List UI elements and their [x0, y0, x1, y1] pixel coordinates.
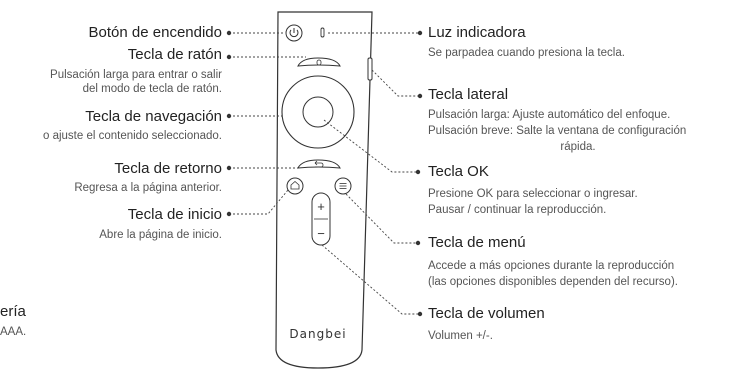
back-icon — [314, 160, 324, 168]
volume-up-icon: + — [317, 199, 325, 214]
battery-desc: AAA. — [0, 326, 27, 338]
side-desc-1: Pulsación larga: Ajuste automático del e… — [428, 109, 671, 121]
side-key — [367, 57, 373, 81]
dot-indicator — [417, 30, 423, 36]
menu-button[interactable] — [334, 177, 352, 195]
back-button[interactable] — [297, 159, 341, 169]
navigation-desc: o ajuste el contenido seleccionado. — [42, 130, 222, 142]
menu-desc-2: (las opciones disponibles dependen del r… — [428, 276, 678, 288]
mouse-title: Tecla de ratón — [127, 46, 222, 63]
leader-side — [371, 69, 420, 97]
dot-navigation — [226, 113, 232, 119]
dot-mouse — [226, 54, 232, 60]
dot-side — [417, 93, 423, 99]
dot-menu — [415, 240, 421, 246]
ok-desc-1: Presione OK para seleccionar o ingresar. — [428, 188, 638, 200]
mouse-desc-1: Pulsación larga para entrar o salir — [50, 69, 222, 81]
side-title: Tecla lateral — [428, 86, 509, 103]
menu-icon — [339, 183, 347, 189]
leader-volume — [321, 244, 420, 315]
leader-menu — [345, 193, 418, 244]
dot-ok — [415, 169, 421, 175]
mouse-desc-2: del modo de tecla de ratón. — [82, 83, 222, 95]
ok-desc-2: Pausar / continuar la reproducción. — [428, 204, 607, 216]
ok-title: Tecla OK — [428, 163, 489, 180]
side-desc-3: rápida. — [560, 141, 596, 153]
indicator-light — [320, 27, 325, 38]
menu-title: Tecla de menú — [428, 234, 526, 251]
home-button[interactable] — [286, 177, 304, 195]
home-title: Tecla de inicio — [127, 206, 222, 223]
dot-volume — [417, 311, 423, 317]
leader-ok — [323, 119, 418, 173]
mouse-button[interactable] — [297, 57, 341, 67]
mouse-icon — [316, 59, 322, 66]
power-title: Botón de encendido — [88, 24, 222, 41]
power-icon — [289, 29, 299, 38]
brand-logo: Dangbei — [289, 327, 346, 341]
ok-button[interactable] — [302, 96, 334, 128]
home-icon — [290, 180, 300, 190]
battery-title: ería — [0, 303, 26, 320]
volume-title: Tecla de volumen — [428, 305, 545, 322]
power-button[interactable] — [285, 24, 303, 42]
leader-home — [229, 189, 289, 215]
volume-down-icon: − — [317, 226, 325, 241]
dot-back — [226, 165, 232, 171]
menu-desc-1: Accede a más opciones durante la reprodu… — [428, 260, 675, 272]
dot-home — [226, 211, 232, 217]
volume-desc: Volumen +/-. — [428, 330, 493, 342]
indicator-desc: Se parpadea cuando presiona la tecla. — [428, 47, 625, 59]
indicator-title: Luz indicadora — [428, 24, 526, 41]
dot-power — [226, 30, 232, 36]
back-desc: Regresa a la página anterior. — [74, 182, 222, 194]
side-desc-2: Pulsación breve: Salte la ventana de con… — [428, 125, 687, 137]
home-desc: Abre la página de inicio. — [99, 229, 222, 241]
back-title: Tecla de retorno — [114, 160, 222, 177]
navigation-title: Tecla de navegación — [85, 108, 222, 125]
